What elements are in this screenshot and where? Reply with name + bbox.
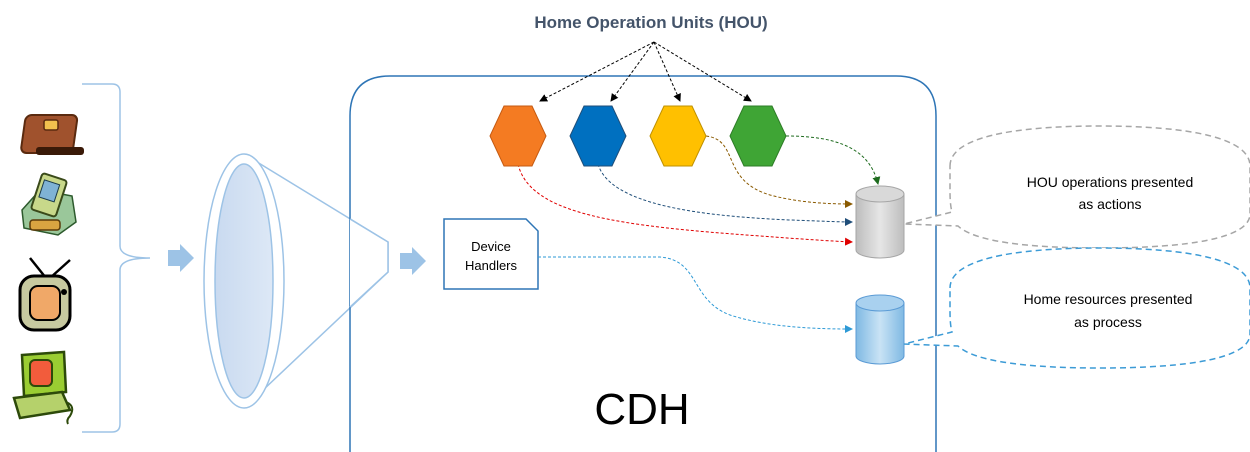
diagram-title: Home Operation Units (HOU) — [534, 13, 767, 32]
cdh-container — [349, 75, 937, 452]
flow-arrow-icon — [400, 247, 426, 275]
actions-callout-line2: as actions — [1078, 196, 1141, 212]
hou-hexagons — [489, 105, 787, 167]
hou-hexagon-4 — [729, 105, 787, 167]
hou-arrows — [539, 41, 752, 102]
process-callout-line2: as process — [1074, 314, 1142, 330]
device-handlers-line1: Device — [471, 239, 511, 254]
orange-hou-link — [517, 163, 853, 246]
hou-hexagon-3 — [649, 105, 707, 167]
actions-callout: HOU operations presented as actions — [903, 125, 1250, 249]
computer-icon — [12, 350, 74, 425]
funnel-lens — [203, 153, 389, 409]
actions-database-icon — [855, 185, 905, 259]
process-database-icon — [855, 294, 905, 365]
weighing-scale-icon — [20, 114, 84, 155]
device-handlers-link — [538, 256, 853, 333]
process-callout-line1: Home resources presented — [1024, 291, 1193, 307]
blue-hou-link — [597, 163, 853, 226]
device-handlers-box: Device Handlers — [443, 218, 539, 290]
cdh-label: CDH — [594, 385, 689, 434]
pda-icon — [21, 172, 77, 236]
green-hou-link — [785, 135, 881, 185]
process-callout: Home resources presented as process — [903, 247, 1250, 369]
actions-callout-line1: HOU operations presented — [1027, 174, 1194, 190]
hou-hexagon-1 — [489, 105, 547, 167]
yellow-hou-link — [705, 135, 853, 208]
device-handlers-line2: Handlers — [465, 258, 518, 273]
hou-hexagon-2 — [569, 105, 627, 167]
flow-arrow-icon — [168, 244, 194, 272]
television-icon — [18, 257, 72, 332]
devices-bracket — [82, 83, 151, 433]
